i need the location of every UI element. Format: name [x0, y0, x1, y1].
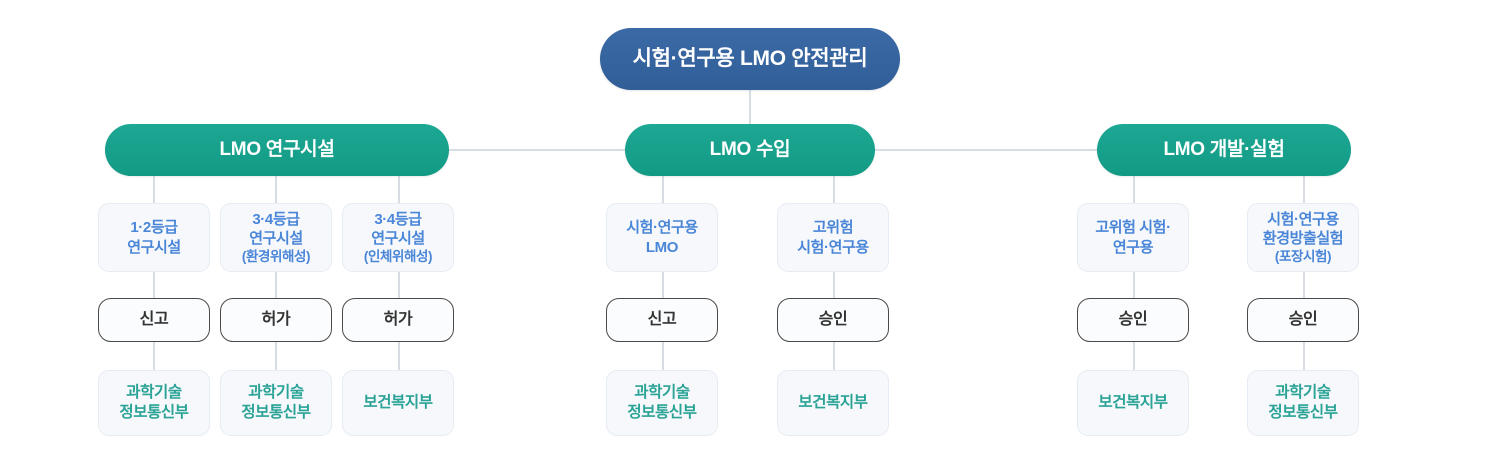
category-node[interactable]: 3·4등급 연구시설 (환경위해성) [220, 203, 332, 272]
connector-act-min-1 [153, 341, 155, 371]
category-label: 1·2등급 연구시설 [127, 219, 181, 256]
category-node[interactable]: 고위험 시험· 연구용 [1077, 203, 1189, 272]
connector-cat-act-3 [398, 271, 400, 299]
category-label: 고위험 시험· 연구용 [1095, 219, 1171, 256]
ministry-node[interactable]: 보건복지부 [342, 370, 454, 436]
connector-cat-act-2 [275, 271, 277, 299]
category-label: 3·4등급 연구시설 [371, 210, 425, 247]
category-label: 3·4등급 연구시설 [249, 210, 303, 247]
connector-branch2-col1 [662, 176, 664, 204]
connector-act-min-7 [1303, 341, 1305, 371]
ministry-node[interactable]: 과학기술 정보통신부 [1247, 370, 1359, 436]
connector-branch1-col1 [153, 176, 155, 204]
connector-act-min-3 [398, 341, 400, 371]
category-note: (인체위해성) [363, 249, 433, 265]
action-node[interactable]: 신고 [98, 298, 210, 342]
branch-node-lmo-research-facility[interactable]: LMO 연구시설 [105, 124, 449, 176]
category-label: 고위험 시험·연구용 [797, 219, 869, 256]
connector-branch-bus-right [874, 149, 1098, 151]
category-node[interactable]: 시험·연구용 LMO [606, 203, 718, 272]
category-label: 시험·연구용 환경방출실험 [1262, 210, 1344, 247]
action-node[interactable]: 승인 [1247, 298, 1359, 342]
connector-branch2-col2 [833, 176, 835, 204]
category-note: (포장시험) [1274, 249, 1332, 265]
ministry-node[interactable]: 보건복지부 [777, 370, 889, 436]
connector-act-min-2 [275, 341, 277, 371]
connector-cat-act-1 [153, 271, 155, 299]
connector-branch1-col3 [398, 176, 400, 204]
ministry-node[interactable]: 과학기술 정보통신부 [220, 370, 332, 436]
connector-act-min-6 [1133, 341, 1135, 371]
connector-cat-act-6 [1133, 271, 1135, 299]
connector-act-min-4 [662, 341, 664, 371]
connector-branch1-col2 [275, 176, 277, 204]
ministry-node[interactable]: 과학기술 정보통신부 [606, 370, 718, 436]
category-node[interactable]: 고위험 시험·연구용 [777, 203, 889, 272]
connector-cat-act-7 [1303, 271, 1305, 299]
branch-node-lmo-development-experiment[interactable]: LMO 개발·실험 [1097, 124, 1351, 176]
connector-cat-act-5 [833, 271, 835, 299]
category-node[interactable]: 시험·연구용 환경방출실험 (포장시험) [1247, 203, 1359, 272]
connector-branch3-col2 [1303, 176, 1305, 204]
connector-cat-act-4 [662, 271, 664, 299]
category-node[interactable]: 1·2등급 연구시설 [98, 203, 210, 272]
ministry-node[interactable]: 보건복지부 [1077, 370, 1189, 436]
category-node[interactable]: 3·4등급 연구시설 (인체위해성) [342, 203, 454, 272]
action-node[interactable]: 허가 [220, 298, 332, 342]
connector-root-down [749, 90, 751, 150]
connector-branch-bus-left [448, 149, 626, 151]
connector-branch3-col1 [1133, 176, 1135, 204]
action-node[interactable]: 허가 [342, 298, 454, 342]
category-note: (환경위해성) [241, 249, 311, 265]
branch-node-lmo-import[interactable]: LMO 수입 [625, 124, 875, 176]
action-node[interactable]: 승인 [777, 298, 889, 342]
action-node[interactable]: 신고 [606, 298, 718, 342]
ministry-node[interactable]: 과학기술 정보통신부 [98, 370, 210, 436]
action-node[interactable]: 승인 [1077, 298, 1189, 342]
connector-act-min-5 [833, 341, 835, 371]
category-label: 시험·연구용 LMO [626, 219, 698, 256]
root-node[interactable]: 시험·연구용 LMO 안전관리 [600, 28, 900, 90]
